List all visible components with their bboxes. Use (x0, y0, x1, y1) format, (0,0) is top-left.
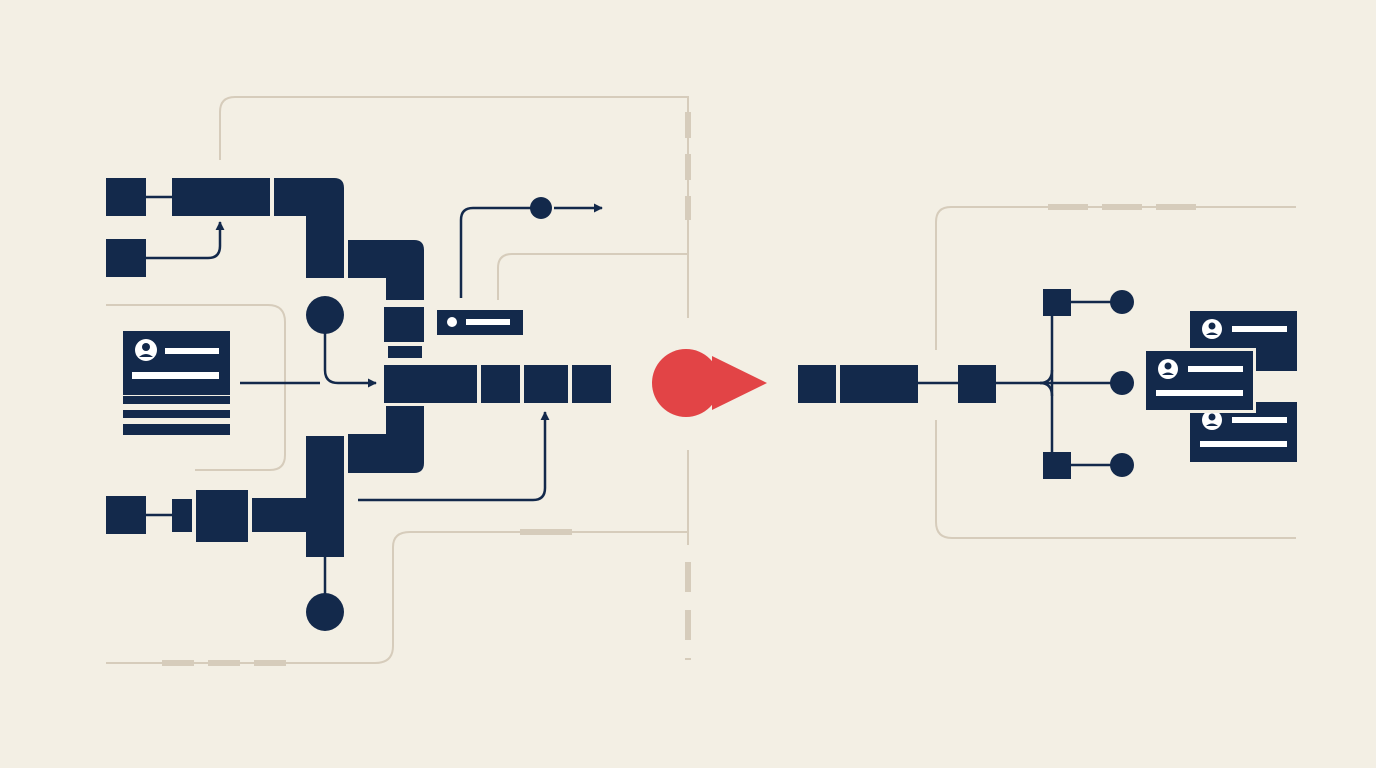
block-square-top-left (106, 178, 146, 216)
card-line (1232, 326, 1287, 332)
source-pipeline-top (106, 178, 424, 358)
guide-left-mid (106, 304, 286, 471)
card-line (132, 372, 219, 379)
user-profile-card-icon (1202, 410, 1222, 430)
guide-node-link (497, 253, 688, 300)
output-block-2 (840, 365, 918, 403)
card-line (123, 396, 230, 404)
node-circle-upper (306, 296, 344, 334)
block-bar-top (172, 178, 270, 216)
merge-circle (652, 349, 720, 417)
connector-branch-curve-down (1039, 381, 1054, 397)
output-pipeline (798, 289, 1134, 479)
branch-square-top (1043, 289, 1071, 316)
connector-lower-arrow (358, 411, 550, 502)
card-line (1200, 441, 1287, 447)
connector-circle-to-trunk (323, 330, 377, 388)
merge-arrowhead (712, 356, 767, 410)
profile-card-stack (1143, 311, 1297, 462)
block-square-second (106, 239, 146, 277)
card-line (1232, 417, 1287, 423)
user-profile-card-icon (1158, 359, 1178, 379)
branch-dot-top (1110, 290, 1134, 314)
branch-dot-middle (1110, 371, 1134, 395)
guide-right-bottom (935, 420, 1296, 539)
output-block-3 (958, 365, 996, 403)
branch-square-bottom (1043, 452, 1071, 479)
user-profile-card-icon (135, 339, 157, 361)
trunk-block-3 (524, 365, 568, 403)
card-line (123, 410, 230, 418)
guide-lines (106, 96, 1296, 666)
card-line (165, 348, 219, 354)
card-line (1156, 390, 1243, 396)
trunk-block-4 (572, 365, 611, 403)
user-profile-card-icon (1202, 319, 1222, 339)
block-small-bottom (172, 499, 192, 532)
connector-node-arrow (459, 206, 540, 298)
guide-top-frame (219, 96, 689, 240)
connectors (146, 195, 1122, 600)
trunk-block-2 (481, 365, 520, 403)
block-elbow-lower (348, 406, 424, 473)
card-line (1188, 366, 1243, 372)
node-circle-top (530, 197, 552, 219)
block-elbow-bottom (252, 436, 344, 557)
source-pipeline-bottom (106, 436, 344, 557)
block-square-bottom-left (106, 496, 146, 534)
trunk-block-long (384, 365, 477, 403)
block-junction-strip (388, 346, 422, 358)
profile-card-front (1146, 351, 1253, 410)
branch-dot-bottom (1110, 453, 1134, 477)
card-line (123, 424, 230, 435)
block-mid-bottom (196, 490, 248, 542)
block-elbow-top (274, 178, 344, 278)
guide-right-frame (935, 206, 1296, 350)
red-circle-arrow-icon (652, 349, 767, 417)
trunk-blocks (348, 365, 611, 473)
block-elbow-mid (348, 240, 424, 300)
profile-card-left (123, 331, 230, 435)
guide-bottom-frame (106, 531, 688, 664)
node-chip (437, 310, 523, 335)
profile-card-left-body (123, 331, 230, 395)
node-circle-bottom (306, 593, 344, 631)
output-block-1 (798, 365, 836, 403)
node-chip-line (466, 319, 510, 325)
connector-up-arrow (146, 221, 225, 260)
node-chip-dot (447, 317, 457, 327)
block-junction-square (384, 307, 424, 342)
